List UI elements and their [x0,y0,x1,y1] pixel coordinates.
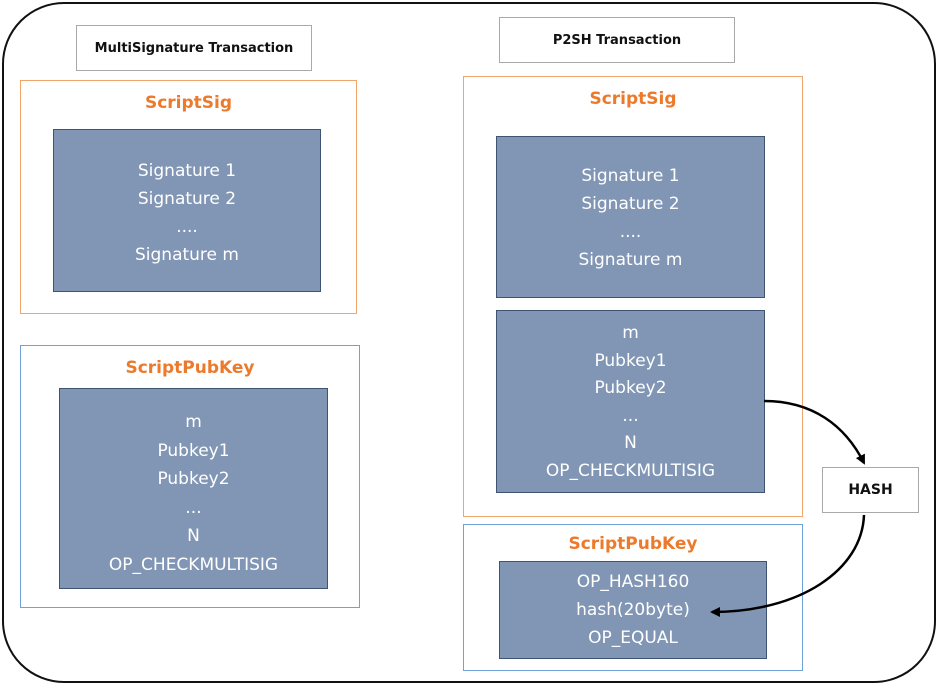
transaction-comparison-frame [2,2,936,683]
p2sh-scriptpubkey-label: ScriptPubKey [568,534,698,554]
multisig-scriptsig-label: ScriptSig [144,93,233,113]
redeem-line: ... [622,405,639,426]
redeem-script-box: m Pubkey1 Pubkey2 ... N OP_CHECKMULTISIG [496,310,765,493]
pubkey-line: ... [185,497,202,518]
script-line: OP_EQUAL [588,628,678,648]
pubkey-line: m [185,412,202,432]
ellipsis-line: .... [619,222,642,242]
script-line: hash(20byte) [576,600,690,620]
multisig-pubkeys-box: m Pubkey1 Pubkey2 ... N OP_CHECKMULTISIG [59,388,328,589]
ellipsis-line: .... [176,217,198,237]
multisig-scriptsig-panel: ScriptSig Signature 1 Signature 2 .... S… [20,80,357,314]
multisig-scriptpubkey-label: ScriptPubKey [125,358,255,378]
pubkey-line: Pubkey2 [157,469,230,489]
p2sh-signatures-box: Signature 1 Signature 2 .... Signature m [496,136,765,298]
hash-to-pubkey-arrow [710,514,866,617]
p2sh-scriptsig-panel: ScriptSig Signature 1 Signature 2 .... S… [463,76,803,517]
multisig-scriptpubkey-panel: ScriptPubKey m Pubkey1 Pubkey2 ... N OP_… [20,345,360,608]
script-line: OP_HASH160 [576,572,690,592]
multisig-title: MultiSignature Transaction [76,25,312,71]
signature-line: Signature m [578,250,683,270]
multisig-signatures-box: Signature 1 Signature 2 .... Signature m [53,129,321,292]
p2sh-scriptsig-label: ScriptSig [589,89,677,109]
signature-line: Signature m [135,245,239,265]
redeem-line: m [622,323,639,343]
redeem-line: OP_CHECKMULTISIG [545,460,716,481]
redeem-line: Pubkey1 [594,350,667,371]
signature-line: Signature 1 [137,161,237,181]
redeem-line: N [624,433,637,453]
signature-line: Signature 2 [581,194,680,214]
p2sh-hash-script-box: OP_HASH160 hash(20byte) OP_EQUAL [499,561,767,659]
pubkey-line: N [187,526,200,546]
pubkey-line: OP_CHECKMULTISIG [108,554,279,575]
p2sh-title: P2SH Transaction [499,17,735,63]
pubkey-line: Pubkey1 [157,440,230,461]
p2sh-scriptpubkey-panel: ScriptPubKey OP_HASH160 hash(20byte) OP_… [463,524,803,671]
signature-line: Signature 1 [581,166,680,186]
hash-box: HASH [822,467,919,513]
redeem-line: Pubkey2 [594,378,667,398]
signature-line: Signature 2 [137,189,237,209]
redeem-to-hash-arrow [763,399,866,465]
